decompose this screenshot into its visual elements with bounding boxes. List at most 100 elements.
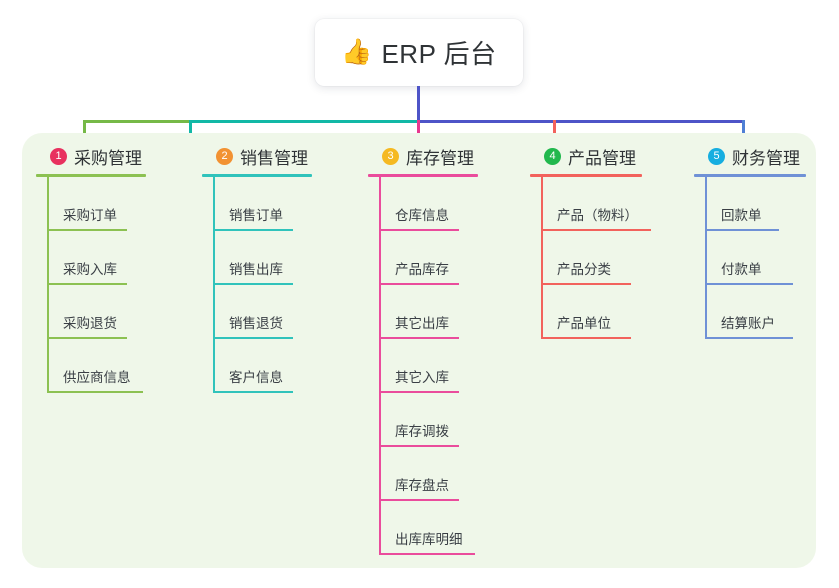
leaf-rule xyxy=(705,229,779,231)
list-item[interactable]: 出库库明细 xyxy=(368,501,518,555)
list-item[interactable]: 结算账户 xyxy=(694,285,839,339)
column-sales: 2 销售管理 销售订单 销售出库 销售退货 客户信息 xyxy=(202,143,352,393)
column-header-2[interactable]: 2 销售管理 xyxy=(202,143,352,169)
leaf-label: 销售退货 xyxy=(229,316,283,331)
leaf-label: 结算账户 xyxy=(721,316,775,331)
column-title-3: 库存管理 xyxy=(406,148,474,168)
leaf-label: 销售出库 xyxy=(229,262,283,277)
column-leaves-2: 销售订单 销售出库 销售退货 客户信息 xyxy=(202,177,352,393)
column-rule-5 xyxy=(694,174,806,177)
column-rule-1 xyxy=(36,174,146,177)
leaf-rule xyxy=(379,499,459,501)
column-spine-1 xyxy=(47,177,49,393)
column-rule-2 xyxy=(202,174,312,177)
column-header-4[interactable]: 4 产品管理 xyxy=(530,143,690,169)
leaf-rule xyxy=(379,337,459,339)
leaf-rule xyxy=(541,229,651,231)
leaf-label: 其它出库 xyxy=(395,316,449,331)
leaf-rule xyxy=(379,391,459,393)
column-title-2: 销售管理 xyxy=(240,148,308,168)
list-item[interactable]: 仓库信息 xyxy=(368,177,518,231)
leaf-label: 仓库信息 xyxy=(395,208,449,223)
leaf-rule xyxy=(47,229,127,231)
list-item[interactable]: 客户信息 xyxy=(202,339,352,393)
leaf-label: 出库库明细 xyxy=(395,532,463,547)
list-item[interactable]: 回款单 xyxy=(694,177,839,231)
leaf-rule xyxy=(47,391,143,393)
column-title-5: 财务管理 xyxy=(732,148,800,168)
root-connector-drop xyxy=(417,86,420,122)
column-header-3[interactable]: 3 库存管理 xyxy=(368,143,518,169)
list-item[interactable]: 销售退货 xyxy=(202,285,352,339)
column-leaves-3: 仓库信息 产品库存 其它出库 其它入库 库存调拨 库存盘点 xyxy=(368,177,518,555)
list-item[interactable]: 销售订单 xyxy=(202,177,352,231)
column-spine-5 xyxy=(705,177,707,339)
list-item[interactable]: 库存盘点 xyxy=(368,447,518,501)
column-leaves-4: 产品（物料） 产品分类 产品单位 xyxy=(530,177,690,339)
list-item[interactable]: 采购入库 xyxy=(36,231,186,285)
list-item[interactable]: 其它出库 xyxy=(368,285,518,339)
column-finance: 5 财务管理 回款单 付款单 结算账户 xyxy=(694,143,839,339)
leaf-rule xyxy=(379,445,459,447)
list-item[interactable]: 其它入库 xyxy=(368,339,518,393)
leaf-label: 付款单 xyxy=(721,262,762,277)
content-panel xyxy=(22,133,816,568)
column-spine-2 xyxy=(213,177,215,393)
leaf-rule xyxy=(47,337,127,339)
leaf-label: 采购订单 xyxy=(63,208,117,223)
bus-segment-teal xyxy=(189,120,417,123)
leaf-label: 产品分类 xyxy=(557,262,611,277)
column-leaves-1: 采购订单 采购入库 采购退货 供应商信息 xyxy=(36,177,186,393)
column-badge-4: 4 xyxy=(544,147,561,165)
leaf-label: 采购退货 xyxy=(63,316,117,331)
column-inventory: 3 库存管理 仓库信息 产品库存 其它出库 其它入库 库存调拨 xyxy=(368,143,518,555)
column-title-1: 采购管理 xyxy=(74,148,142,168)
list-item[interactable]: 销售出库 xyxy=(202,231,352,285)
leaf-rule xyxy=(541,283,631,285)
leaf-label: 产品库存 xyxy=(395,262,449,277)
root-node-label: ERP 后台 xyxy=(381,39,497,69)
list-item[interactable]: 产品单位 xyxy=(530,285,690,339)
column-badge-1: 1 xyxy=(50,147,67,165)
leaf-rule xyxy=(379,553,475,555)
list-item[interactable]: 产品库存 xyxy=(368,231,518,285)
list-item[interactable]: 采购退货 xyxy=(36,285,186,339)
bus-segment-green xyxy=(83,120,189,123)
leaf-rule xyxy=(47,283,127,285)
column-title-4: 产品管理 xyxy=(568,148,636,168)
column-header-1[interactable]: 1 采购管理 xyxy=(36,143,186,169)
leaf-label: 采购入库 xyxy=(63,262,117,277)
list-item[interactable]: 库存调拨 xyxy=(368,393,518,447)
list-item[interactable]: 采购订单 xyxy=(36,177,186,231)
leaf-label: 销售订单 xyxy=(229,208,283,223)
thumbs-up-icon: 👍 xyxy=(341,38,373,66)
bus-segment-indigo xyxy=(417,120,745,123)
leaf-label: 其它入库 xyxy=(395,370,449,385)
leaf-label: 库存盘点 xyxy=(395,478,449,493)
list-item[interactable]: 产品（物料） xyxy=(530,177,690,231)
list-item[interactable]: 供应商信息 xyxy=(36,339,186,393)
list-item[interactable]: 产品分类 xyxy=(530,231,690,285)
leaf-rule xyxy=(541,337,631,339)
column-spine-4 xyxy=(541,177,543,339)
leaf-rule xyxy=(213,337,293,339)
leaf-label: 产品（物料） xyxy=(557,208,638,223)
leaf-label: 产品单位 xyxy=(557,316,611,331)
column-badge-3: 3 xyxy=(382,147,399,165)
root-node[interactable]: 👍 ERP 后台 xyxy=(315,19,523,86)
leaf-rule xyxy=(213,229,293,231)
leaf-rule xyxy=(213,283,293,285)
column-rule-4 xyxy=(530,174,642,177)
leaf-rule xyxy=(705,337,793,339)
leaf-label: 供应商信息 xyxy=(63,370,131,385)
column-spine-3 xyxy=(379,177,381,555)
list-item[interactable]: 付款单 xyxy=(694,231,839,285)
column-badge-2: 2 xyxy=(216,147,233,165)
leaf-rule xyxy=(379,229,459,231)
leaf-label: 回款单 xyxy=(721,208,762,223)
column-badge-5: 5 xyxy=(708,147,725,165)
column-product: 4 产品管理 产品（物料） 产品分类 产品单位 xyxy=(530,143,690,339)
column-header-5[interactable]: 5 财务管理 xyxy=(694,143,839,169)
leaf-rule xyxy=(705,283,793,285)
